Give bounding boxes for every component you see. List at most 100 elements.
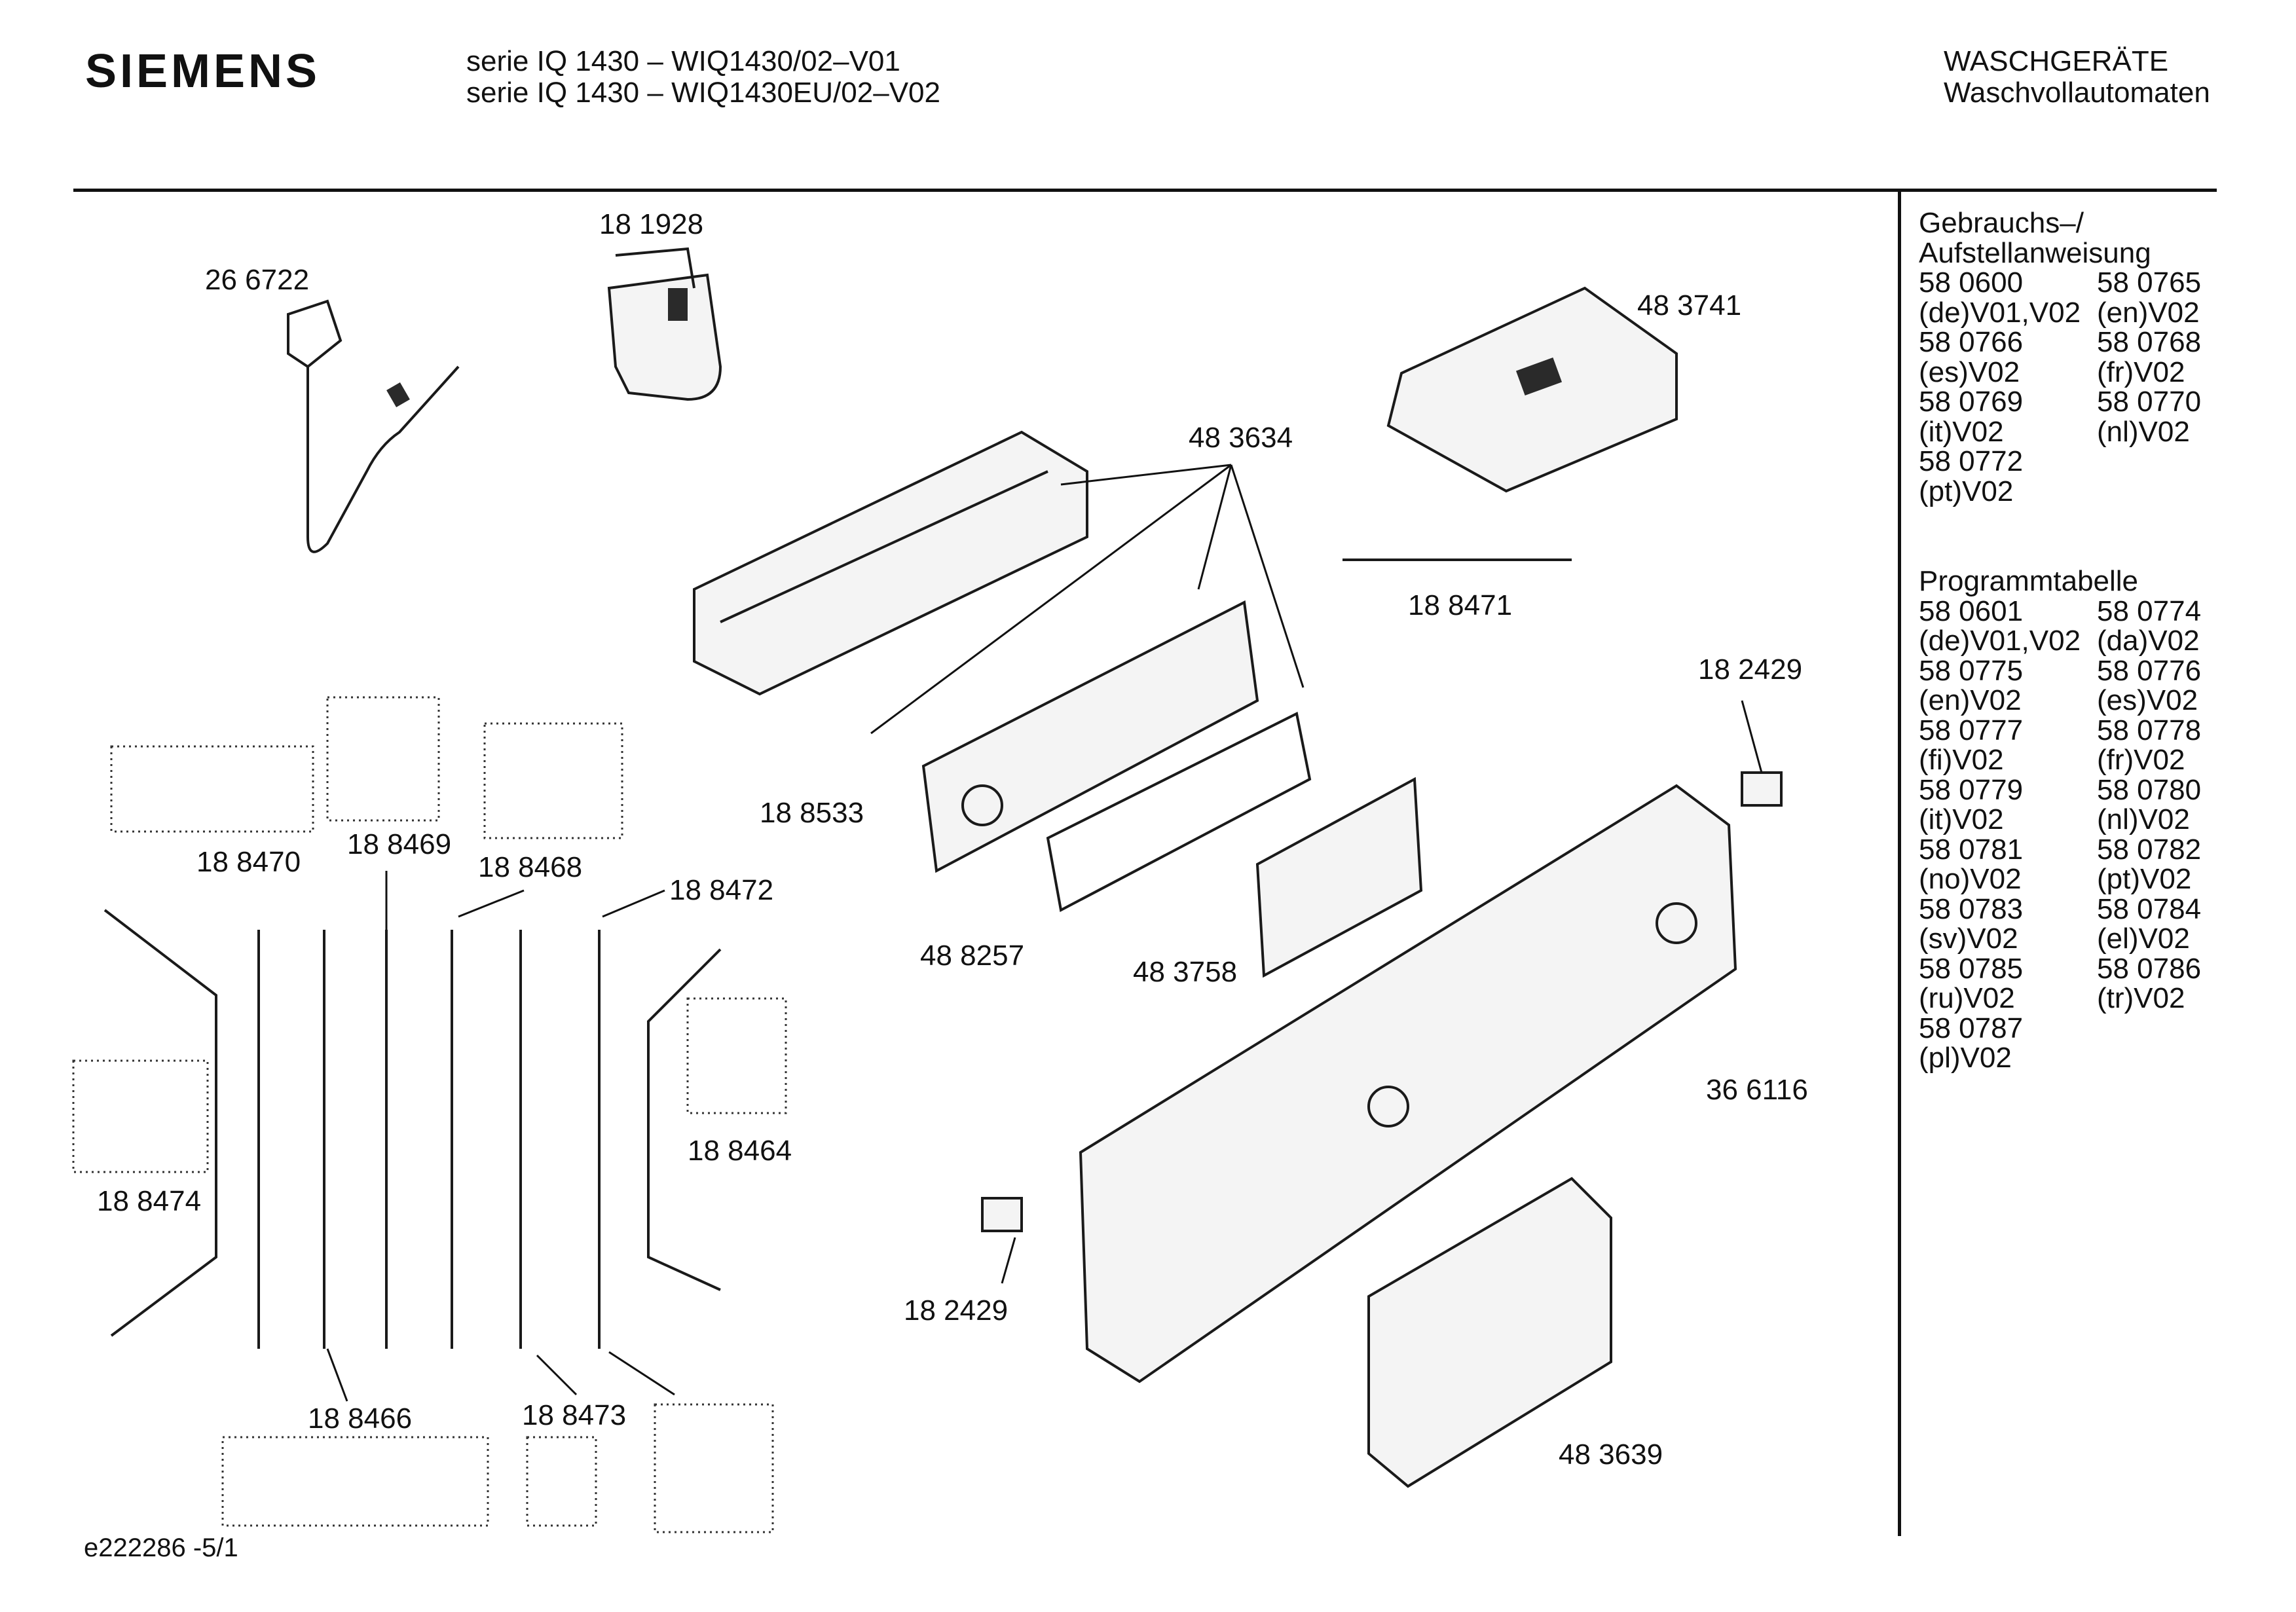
control-panel-drawing xyxy=(1079,784,1737,1383)
part-label-182429-left: 18 2429 xyxy=(904,1294,1009,1327)
part-label-182429-right: 18 2429 xyxy=(1698,653,1803,686)
part-label-188470: 18 8470 xyxy=(196,846,301,878)
part-label-188474: 18 8474 xyxy=(97,1185,202,1217)
detail-box-1 xyxy=(110,745,314,833)
doc-cell-right: 58 0765 xyxy=(2097,266,2202,299)
doc-row: (es)V02(fr)V02 xyxy=(1919,357,2201,388)
part-label-188466: 18 8466 xyxy=(308,1402,413,1435)
part-label-188464: 18 8464 xyxy=(688,1135,792,1167)
manual-title-line-1: Gebrauchs–/ xyxy=(1919,207,2084,239)
doc-cell-left: (sv)V02 xyxy=(1919,923,2018,955)
circuit-board-drawing xyxy=(921,600,1259,873)
cover-drawing xyxy=(1386,286,1678,493)
doc-cell-left: 58 0775 xyxy=(1919,654,2024,687)
doc-cell-left: (pl)V02 xyxy=(1919,1042,2012,1074)
doc-cell-left: 58 0601 xyxy=(1919,595,2024,627)
document-code: e222286 -5/1 xyxy=(84,1533,238,1562)
doc-cell-left: 58 0766 xyxy=(1919,326,2024,358)
doc-cell-right: (es)V02 xyxy=(2097,684,2198,716)
doc-row: 58 0787 xyxy=(1919,1012,2201,1044)
doc-cell-left: (no)V02 xyxy=(1919,863,2022,895)
doc-row: (pt)V02 xyxy=(1919,475,2201,507)
part-label-483758: 48 3758 xyxy=(1133,956,1238,988)
doc-row: 58 0781 58 0782 xyxy=(1919,833,2202,866)
doc-cell-right: 58 0782 xyxy=(2097,833,2202,866)
part-label-188471: 18 8471 xyxy=(1408,589,1513,621)
leader-lines xyxy=(326,464,1763,1402)
doc-row: (de)V01,V02(en)V02 xyxy=(1919,297,2201,328)
part-label-188472: 18 8472 xyxy=(669,874,774,906)
doc-cell-right: 58 0770 xyxy=(2097,386,2202,418)
part-label-188473: 18 8473 xyxy=(522,1399,627,1431)
detail-box-3 xyxy=(483,722,623,839)
doc-cell-left: (it)V02 xyxy=(1919,415,2004,448)
doc-row: (it)V02 (nl)V02 xyxy=(1919,415,2201,448)
manual-title-line-2: Aufstellanweisung xyxy=(1919,236,2151,269)
drawer-handle-drawing xyxy=(1367,1177,1612,1488)
power-cord-drawing xyxy=(287,299,460,553)
model-line-1: serie IQ 1430 – WIQ1430/02–V01 xyxy=(466,45,900,77)
doc-cell-right: (nl)V02 xyxy=(2097,415,2190,448)
doc-cell-left: (es)V02 xyxy=(1919,356,2020,388)
detail-box-8 xyxy=(654,1403,774,1533)
doc-cell-right: (el)V02 xyxy=(2097,923,2190,955)
doc-cell-left: 58 0779 xyxy=(1919,773,2024,806)
program-title: Programmtabelle xyxy=(1919,565,2139,597)
doc-cell-right: (pt)V02 xyxy=(2097,863,2192,895)
part-label-488257: 48 8257 xyxy=(920,940,1025,972)
model-line-2: serie IQ 1430 – WIQ1430EU/02–V02 xyxy=(466,77,940,109)
sidebar-divider xyxy=(1898,190,1901,1536)
part-label-483639: 48 3639 xyxy=(1559,1438,1663,1471)
doc-cell-right: 58 0780 xyxy=(2097,773,2202,806)
part-label-483741: 48 3741 xyxy=(1637,289,1742,321)
doc-cell-left: (pt)V02 xyxy=(1919,475,2014,507)
doc-cell-right: (tr)V02 xyxy=(2097,982,2185,1014)
part-label-188533: 18 8533 xyxy=(760,797,864,829)
doc-cell-right: 58 0786 xyxy=(2097,952,2202,985)
part-label-188468: 18 8468 xyxy=(478,851,583,883)
doc-row: (de)V01,V02(da)V02 xyxy=(1919,626,2201,656)
doc-cell-left: (fi)V02 xyxy=(1919,744,2004,776)
detail-box-7 xyxy=(526,1436,597,1527)
part-label-181928: 18 1928 xyxy=(599,208,704,240)
part-label-483634: 48 3634 xyxy=(1189,422,1293,454)
doc-row: (pl)V02 xyxy=(1919,1043,2201,1073)
detail-box-6 xyxy=(221,1436,489,1527)
doc-cell-right: 58 0776 xyxy=(2097,654,2202,687)
doc-cell-left: (en)V02 xyxy=(1919,684,2022,716)
detail-box-5 xyxy=(686,997,787,1114)
doc-row: 58 0772 xyxy=(1919,447,2201,477)
detail-box-2 xyxy=(326,696,440,822)
module-frame-drawing xyxy=(693,430,1088,696)
doc-row: (ru)V02 (tr)V02 xyxy=(1919,983,2201,1014)
doc-cell-right: 58 0768 xyxy=(2097,326,2202,358)
doc-row: 58 0601 58 0774 xyxy=(1919,596,2201,627)
doc-cell-left: (de)V01,V02 xyxy=(1919,625,2081,657)
display-drawing xyxy=(1255,777,1423,978)
detail-box-4 xyxy=(72,1059,209,1173)
doc-cell-left: 58 0781 xyxy=(1919,833,2024,866)
brand-logo: SIEMENS xyxy=(85,45,321,98)
doc-row: (it)V02(nl)V02 xyxy=(1919,805,2201,835)
doc-cell-right: 58 0774 xyxy=(2097,595,2202,627)
doc-cell-right: (fr)V02 xyxy=(2097,744,2185,776)
header-divider xyxy=(73,189,2217,192)
category-title: WASCHGERÄTE xyxy=(1944,45,2169,77)
doc-cell-left: 58 0787 xyxy=(1919,1012,2024,1044)
doc-row: 58 0775 58 0776 xyxy=(1919,654,2202,687)
subcategory-title: Waschvollautomaten xyxy=(1944,77,2210,109)
doc-cell-left: (it)V02 xyxy=(1919,803,2004,835)
doc-row: (sv)V02 (el)V02 xyxy=(1919,924,2201,954)
wire-harnesses-drawing xyxy=(103,909,722,1349)
doc-cell-right: 58 0778 xyxy=(2097,714,2202,746)
doc-cell-left: (ru)V02 xyxy=(1919,982,2015,1014)
button-frame-drawing xyxy=(1046,712,1312,913)
